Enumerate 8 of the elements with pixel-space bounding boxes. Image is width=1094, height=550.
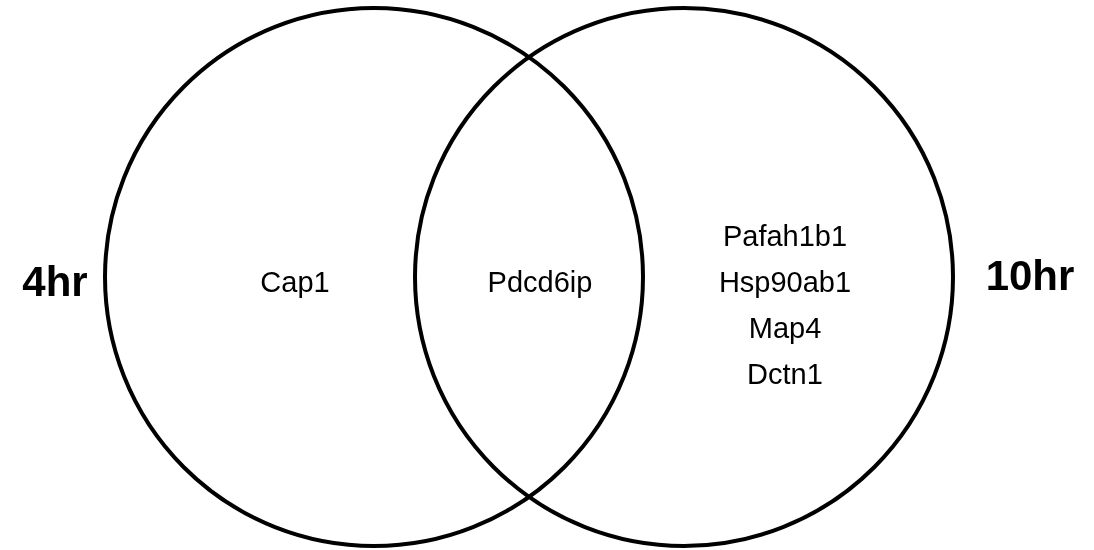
gene-name: Hsp90ab1 [718,265,852,299]
gene-name: Pdcd6ip [487,265,593,299]
gene-name: Pafah1b1 [722,219,848,253]
set-label: 4hr [22,258,88,306]
gene-name: Cap1 [260,265,330,299]
gene-name: Map4 [748,311,822,345]
gene-name: Dctn1 [747,357,823,391]
set-label: 10hr [985,252,1075,300]
